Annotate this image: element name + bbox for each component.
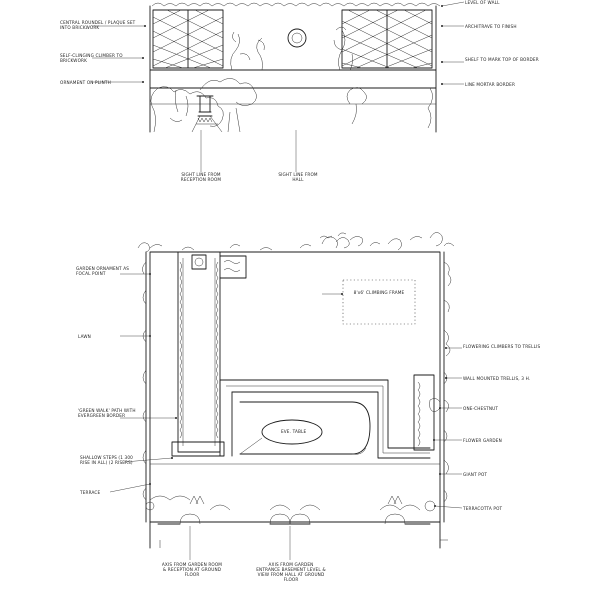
label-wall-trellis: WALL MOUNTED TRELLIS, 3 H.	[463, 376, 530, 381]
garden-ornament-plinth	[191, 254, 207, 270]
label-sight-line-reception: SIGHT LINE FROM RECEPTION ROOM	[180, 172, 222, 182]
climbing-frame	[342, 279, 416, 325]
left-boundary-climbers	[142, 261, 147, 501]
label-flower-garden: FLOWER GARDEN	[463, 438, 502, 443]
right-boundary-climbers	[443, 261, 452, 503]
garden-elevation	[92, 1, 465, 172]
label-self-clinging-climber: SELF-CLINGING CLIMBER TO BRICKWORK	[60, 53, 123, 63]
label-dining-table: EVE. TABLE	[281, 429, 306, 434]
label-climbing-frame: 8'x6' CLIMBING FRAME	[353, 290, 405, 295]
label-specimen: ONE-CHESTNUT	[463, 406, 498, 411]
right-trellis-panel	[341, 9, 433, 69]
garden-plan	[109, 232, 463, 560]
green-walk	[171, 251, 225, 457]
terrace	[145, 463, 440, 512]
label-shallow-steps: SHALLOW STEPS (1 300 RISE IN ALL) (2 RIS…	[80, 455, 133, 465]
elevation-labels: LEVEL OF WALL CENTRAL ROUNDEL / PLAQUE S…	[60, 0, 539, 182]
raised-terrace-path	[219, 379, 431, 459]
central-roundel	[287, 28, 307, 48]
label-central-roundel: CENTRAL ROUNDEL / PLAQUE SET INTO BRICKW…	[60, 20, 136, 30]
label-terrace: TERRACE	[79, 490, 100, 495]
label-architrave: ARCHITRAVE TO FINISH	[465, 24, 517, 29]
shrub-right	[346, 87, 433, 129]
label-lawn: LAWN	[78, 334, 91, 339]
label-axis-entrance: AXIS FROM GARDEN ENTRANCE BASEMENT LEVEL…	[256, 562, 326, 582]
flower-garden-bed	[413, 374, 435, 451]
label-ornament-on-plinth: ORNAMENT ON PLINTH	[60, 80, 111, 85]
label-terracotta-pot: TERRACOTTA POT	[462, 506, 503, 511]
label-line-mortar: LINE MORTAR BORDER	[465, 82, 515, 87]
house-wall	[149, 521, 441, 549]
plan-boundary	[145, 251, 445, 523]
label-axis-reception: AXIS FROM GARDEN ROOM & RECEPTION AT GRO…	[161, 562, 223, 577]
climber-left	[230, 31, 265, 71]
label-green-walk: 'GREEN WALK' PATH WITH EVERGREEN BORDER	[78, 408, 136, 418]
shrub-left	[150, 78, 257, 133]
climber-right	[333, 26, 353, 71]
plan-labels: GARDEN ORNAMENT AS FOCAL POINT 8'x6' CLI…	[76, 266, 541, 582]
label-level-of-wall: LEVEL OF WALL	[465, 0, 500, 5]
label-giant-pot: GIANT POT	[463, 472, 487, 477]
label-garden-ornament: GARDEN ORNAMENT AS FOCAL POINT	[76, 266, 130, 276]
label-shelf: SHELF TO MARK TOP OF BORDER	[465, 57, 539, 62]
label-sight-line-hall: SIGHT LINE FROM HALL	[278, 172, 318, 182]
ornament-on-plinth	[191, 95, 223, 133]
dining-area	[239, 401, 371, 455]
top-boundary-climbers	[137, 232, 455, 253]
top-foliage	[151, 2, 441, 7]
left-trellis-panel	[152, 9, 224, 69]
label-flowering-climbers: FLOWERING CLIMBERS TO TRELLIS	[463, 344, 541, 349]
